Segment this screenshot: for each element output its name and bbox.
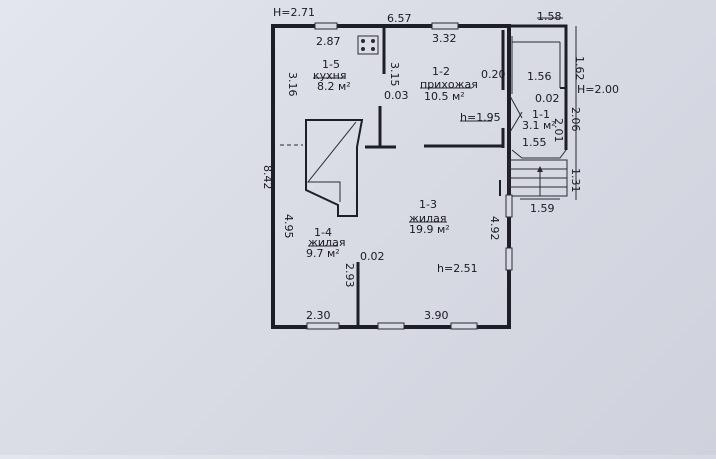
dim-partition-length: 2.93	[343, 263, 356, 288]
dim-porch-right-upper: 1.62	[573, 56, 586, 81]
vestibule-ceiling: h=1.95	[460, 111, 501, 124]
dim-top-total: 6.57	[387, 12, 412, 25]
window	[505, 247, 513, 271]
dim-kitchen-width: 2.87	[316, 35, 341, 48]
living-small-name: жилая	[308, 236, 345, 249]
porch-roof-height: H=2.00	[577, 83, 619, 96]
dim-left-total: 8.42	[261, 165, 274, 190]
vestibule-number: 1-1	[532, 108, 550, 121]
window	[377, 322, 405, 330]
vestibule-area: 3.1 м²	[522, 119, 556, 132]
dim-porch-right-mid: 2.06	[569, 107, 582, 132]
dim-vestibule-width-upper: 1.56	[527, 70, 552, 83]
main-roof-height: H=2.71	[273, 6, 315, 19]
dim-porch-top: 1.58	[537, 10, 562, 23]
dim-hall-gap-020: 0.20	[481, 68, 506, 81]
living-main-name: жилая	[409, 212, 446, 225]
stove	[305, 119, 364, 217]
dim-hall-gap-003: 0.03	[384, 89, 409, 102]
living-ceiling: h=2.51	[437, 262, 478, 275]
dim-steps-height: 1.31	[569, 168, 582, 193]
living-small-number: 1-4	[314, 226, 332, 239]
kitchen-name: кухня	[313, 69, 346, 82]
dim-partition-gap: 0.02	[360, 250, 385, 263]
dim-main-room-height: 4.92	[488, 216, 501, 241]
kitchen-number: 1-5	[322, 58, 340, 71]
door-swing	[509, 111, 523, 133]
dim-small-room-height: 4.95	[282, 214, 295, 239]
kitchen-area: 8.2 м²	[317, 80, 351, 93]
hallway-area: 10.5 м²	[424, 90, 465, 103]
dim-vestibule-depth: 2.01	[552, 118, 565, 143]
living-small-area: 9.7 м²	[306, 247, 340, 260]
dim-steps-width: 1.59	[530, 202, 555, 215]
hallway-name: прихожая	[420, 78, 478, 91]
living-main-area: 19.9 м²	[409, 223, 450, 236]
living-main-number: 1-3	[419, 198, 437, 211]
vestibule-bottom-wall	[511, 149, 567, 159]
hallway-number: 1-2	[432, 65, 450, 78]
stove-hob-icon	[357, 35, 379, 55]
porch-steps	[508, 159, 568, 197]
porch-wall	[509, 24, 568, 150]
window	[306, 322, 340, 330]
dim-hallway-width: 3.32	[432, 32, 457, 45]
stove-inner	[306, 121, 357, 202]
dim-bottom-left: 2.30	[306, 309, 331, 322]
door-swing	[509, 95, 523, 119]
dim-vestibule-gap: 0.02	[535, 92, 560, 105]
window	[314, 22, 338, 30]
dim-kitchen-wall: 3.15	[388, 62, 401, 87]
window	[505, 194, 513, 218]
dim-vestibule-width-lower: 1.55	[522, 136, 547, 149]
window	[450, 322, 478, 330]
dim-kitchen-height: 3.16	[286, 72, 299, 97]
dim-bottom-right: 3.90	[424, 309, 449, 322]
window	[431, 22, 459, 30]
